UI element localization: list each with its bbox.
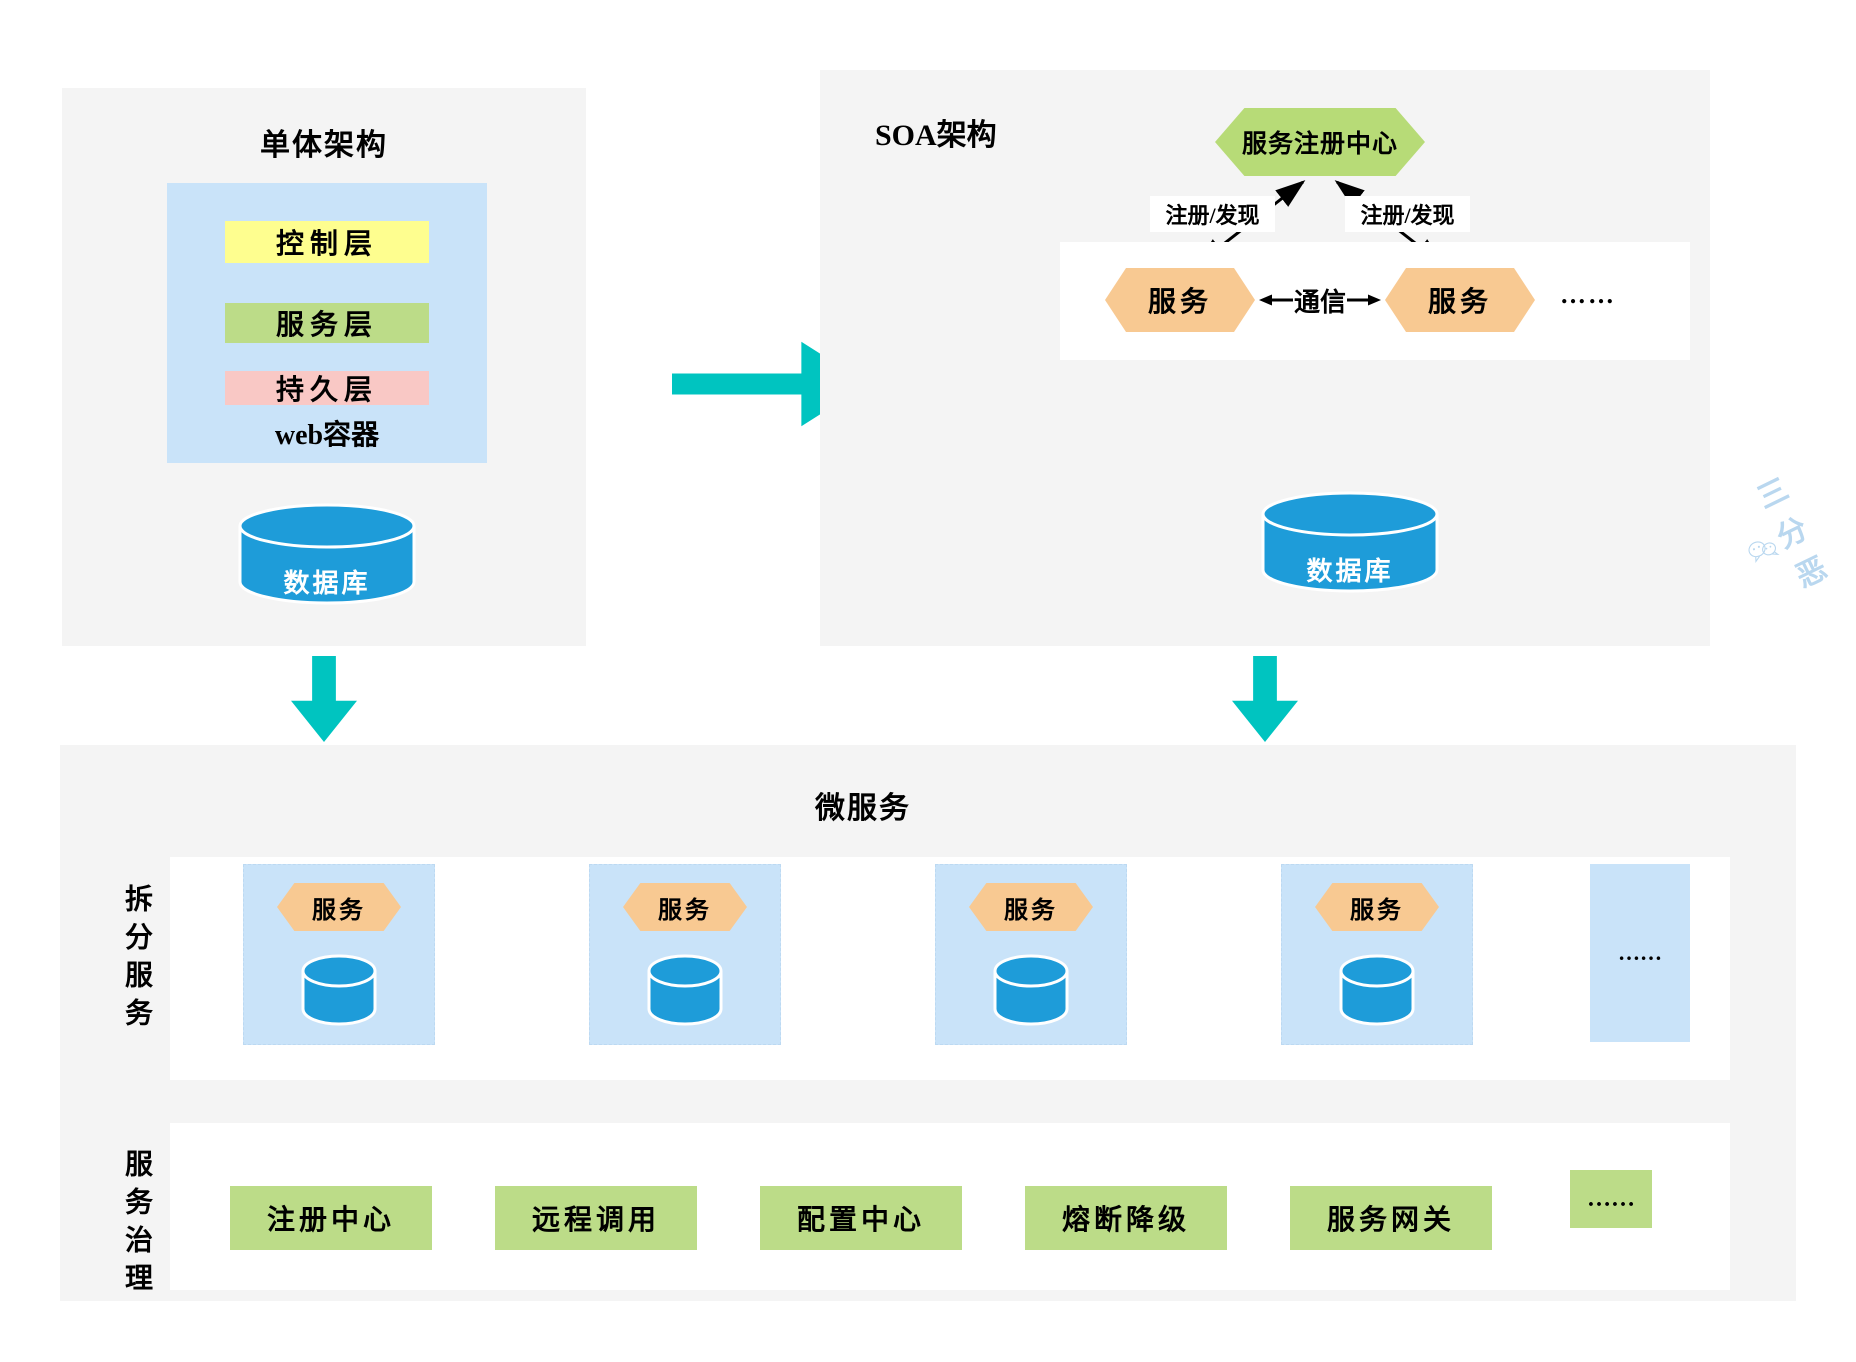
database-cylinder-icon [993, 954, 1069, 1026]
monolith-panel: 单体架构 控制层服务层持久层 web容器 数据库 [62, 88, 586, 646]
database-cylinder-icon [647, 954, 723, 1026]
database-cylinder-icon [301, 954, 377, 1026]
service-hexagon-left: 服务 [1105, 268, 1255, 332]
monolith-title: 单体架构 [260, 129, 388, 162]
left-arrow-icon [1258, 294, 1293, 306]
service-registry-label: 服务注册中心 [1241, 131, 1398, 158]
service-hexagon: 服务 [623, 883, 747, 931]
service-governance-label: 服务治理 [121, 1149, 152, 1301]
layer-bar: 持久层 [225, 371, 429, 406]
governance-box: 服务网关 [1290, 1186, 1492, 1250]
microservice-box: 服务 [935, 864, 1127, 1045]
governance-box: 注册中心 [230, 1186, 432, 1250]
more-microservices-box: …… [1590, 864, 1690, 1042]
service-hexagon: 服务 [1315, 883, 1439, 931]
service-hexagon-right: 服务 [1385, 268, 1535, 332]
service-hexagon: 服务 [277, 883, 401, 931]
governance-box: 远程调用 [495, 1186, 697, 1250]
service-governance-row: …… 注册中心远程调用配置中心熔断降级服务网关 [170, 1123, 1730, 1290]
database-label: 数据库 [1306, 557, 1393, 586]
service-registry-hexagon: 服务注册中心 [1215, 108, 1425, 176]
service-label: 服务 [1147, 287, 1212, 318]
web-container-label: web容器 [274, 420, 380, 451]
web-container-box: 控制层服务层持久层 web容器 [167, 183, 487, 463]
layer-bar: 服务层 [225, 303, 429, 343]
more-governance-box: …… [1570, 1170, 1652, 1228]
communication-label: 通信 [1293, 287, 1346, 317]
governance-box: 配置中心 [760, 1186, 962, 1250]
transition-down-arrow-left-icon [291, 656, 357, 742]
microservice-box: 服务 [1281, 864, 1473, 1045]
soa-panel: SOA架构 服务注册中心 注册/发现 注册/发现 服务 服务 [820, 70, 1840, 646]
ellipsis: …… [1618, 940, 1662, 965]
split-services-label: 拆分服务 [121, 884, 152, 1036]
service-hexagon: 服务 [969, 883, 1093, 931]
microservice-box: 服务 [589, 864, 781, 1045]
database-label: 数据库 [283, 569, 370, 598]
ellipsis: …… [1587, 1185, 1635, 1212]
more-services-ellipsis: …… [1560, 280, 1616, 309]
register-discover-label-left: 注册/发现 [1150, 196, 1275, 232]
wechat-icon [1748, 541, 1780, 564]
database-cylinder-icon [1339, 954, 1415, 1026]
governance-box: 熔断降级 [1025, 1186, 1227, 1250]
database-cylinder-icon: 数据库 [238, 503, 416, 605]
transition-down-arrow-right-icon [1232, 656, 1298, 742]
microservices-title: 微服务 [815, 792, 911, 825]
register-discover-label-right: 注册/发现 [1345, 196, 1470, 232]
soa-title: SOA架构 [875, 119, 997, 152]
split-services-row: …… 服务 服务 服务 服务 [170, 857, 1730, 1080]
layer-bar: 控制层 [225, 221, 429, 263]
watermark: 三分恶 [1721, 456, 1856, 617]
service-label: 服务 [1427, 287, 1492, 318]
database-cylinder-icon: 数据库 [1261, 491, 1439, 593]
right-arrow-icon [1347, 294, 1381, 306]
communication-link: 通信 [1255, 284, 1385, 317]
microservice-box: 服务 [243, 864, 435, 1045]
